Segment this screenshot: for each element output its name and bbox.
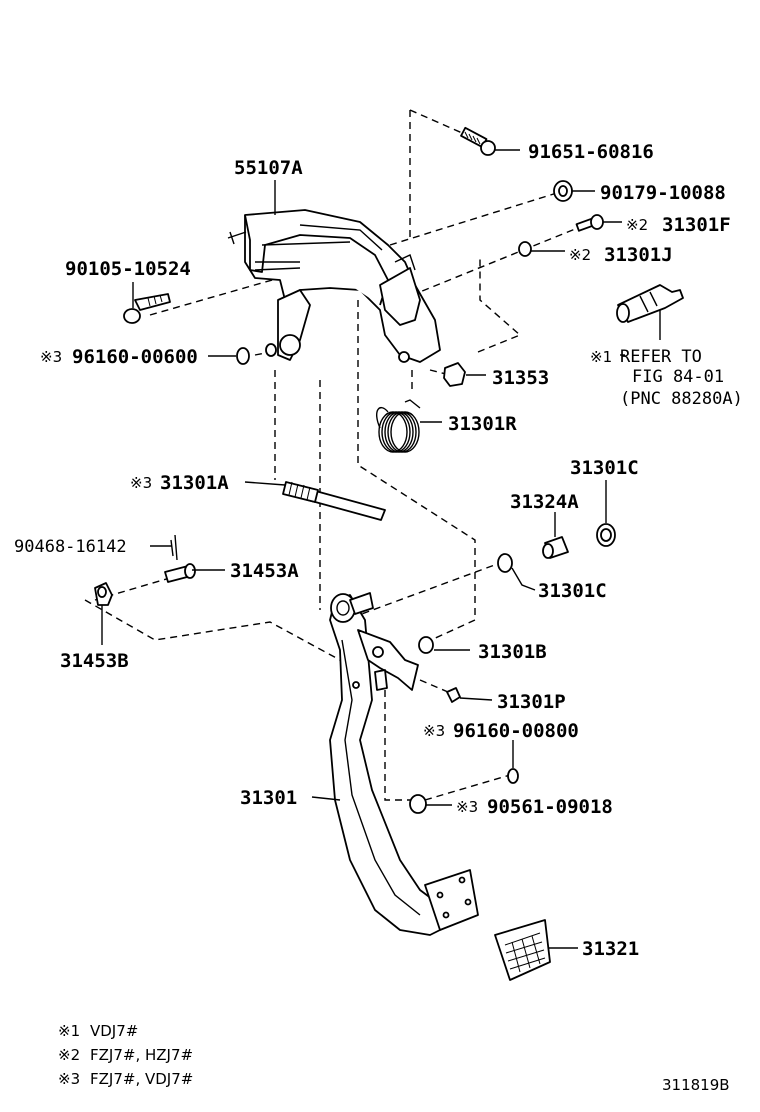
leader-lines	[101, 149, 661, 949]
nut-90179-icon	[553, 180, 573, 202]
label-nut-top: 90179-10088	[600, 182, 726, 204]
note-1-mark: ※1	[58, 1022, 80, 1040]
washer-96160-00600-icon	[236, 343, 277, 365]
note-3-text: FZJ7#, VDJ7#	[90, 1070, 193, 1088]
bushing-31301B-icon	[418, 636, 434, 654]
applicability-notes: ※1 VDJ7# ※2 FZJ7#, HZJ7# ※3 FZJ7#, VDJ7#	[58, 1022, 193, 1088]
note-1-text: VDJ7#	[90, 1022, 138, 1040]
washer-96160-00800-icon	[507, 768, 519, 784]
label-cushion: 31353	[492, 367, 549, 389]
part-labels: 55107A 91651-60816 90179-10088 ※2 31301F…	[14, 141, 743, 960]
spring-31301R-icon	[376, 399, 421, 453]
label-switch-ref-2: FIG 84-01	[632, 367, 724, 387]
label-bolt-left: 90105-10524	[65, 258, 191, 280]
push-rod-31301A-icon	[282, 481, 386, 521]
nut-90561-icon	[409, 794, 427, 814]
label-pin: 90468-16142	[14, 537, 127, 557]
note-2-mark: ※2	[58, 1046, 80, 1064]
label-switch-ref-1: REFER TO	[620, 347, 702, 367]
label-bushing-right: 31301J	[604, 244, 673, 266]
mark-1-switch: ※1	[590, 348, 612, 366]
clevis-pin-31453A-icon	[164, 563, 196, 583]
label-pad: 31321	[582, 938, 639, 960]
label-bolt-top: 91651-60816	[528, 141, 654, 163]
label-switch-ref-3: (PNC 88280A)	[620, 389, 743, 409]
label-bracket: 55107A	[234, 157, 303, 179]
mark-2-bolt-right: ※2	[626, 216, 648, 234]
label-pedal: 31301	[240, 787, 297, 809]
figure-id: 311819B	[662, 1076, 730, 1094]
label-rod: 31301A	[160, 472, 229, 494]
label-washer-left: 96160-00600	[72, 346, 198, 368]
collar-31324A-icon	[542, 536, 569, 559]
switch-connector-icon	[616, 284, 684, 323]
label-washer-lower: 96160-00800	[453, 720, 579, 742]
pedal-pad-31321-icon	[494, 919, 551, 981]
bushing-31301J-icon	[518, 241, 532, 257]
label-clevis-pin: 31453A	[230, 560, 299, 582]
label-collar-top: 31301C	[570, 457, 639, 479]
collar-31301C-top-icon	[596, 523, 616, 547]
note-3-mark: ※3	[58, 1070, 80, 1088]
bolt-91651-icon	[460, 126, 496, 156]
label-collar-left: 31301C	[538, 580, 607, 602]
mark-3-washer-left: ※3	[40, 348, 62, 366]
note-2-text: FZJ7#, HZJ7#	[90, 1046, 193, 1064]
clutch-pedal-arm	[329, 592, 479, 936]
label-clip: 31301P	[497, 691, 566, 713]
mark-3-washer-lower: ※3	[423, 722, 445, 740]
label-collar-mid: 31324A	[510, 491, 579, 513]
clip-31301P-icon	[446, 687, 461, 703]
mark-2-bushing-right: ※2	[569, 246, 591, 264]
label-bushing-b: 31301B	[478, 641, 547, 663]
label-spring: 31301R	[448, 413, 517, 435]
mark-3-rod: ※3	[130, 474, 152, 492]
label-bolt-right: 31301F	[662, 214, 731, 236]
mark-3-nut-lower: ※3	[456, 798, 478, 816]
bolt-90105-icon	[123, 293, 171, 324]
label-clevis: 31453B	[60, 650, 129, 672]
cushion-31353-icon	[443, 362, 466, 387]
pin-90468-icon	[170, 534, 178, 561]
clevis-31453B-icon	[94, 582, 113, 606]
label-nut-lower: 90561-09018	[487, 796, 613, 818]
collar-31301C-left-icon	[497, 553, 513, 573]
bolt-31301F-icon	[575, 214, 604, 232]
pedal-bracket	[227, 209, 441, 363]
